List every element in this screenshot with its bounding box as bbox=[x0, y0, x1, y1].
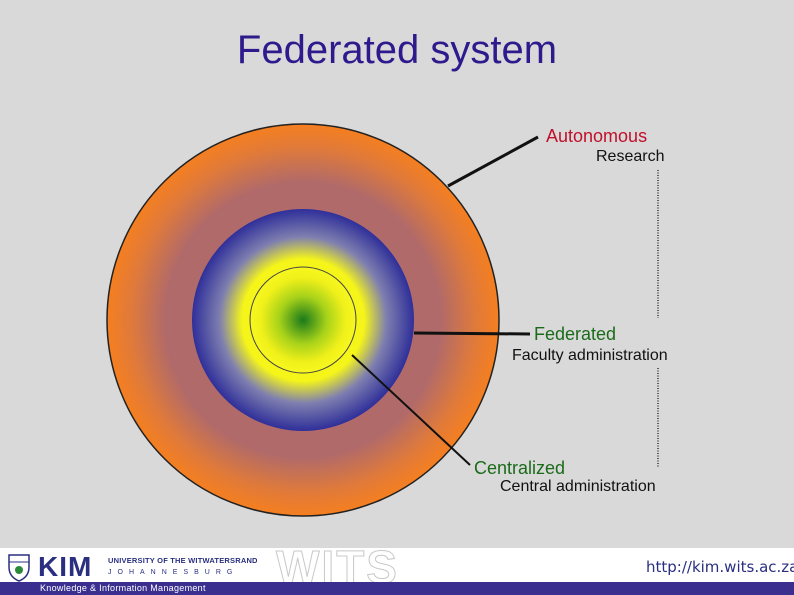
slide-title-text: Federated system bbox=[236, 28, 558, 72]
autonomous-leader-line bbox=[447, 135, 539, 188]
federation-diagram bbox=[106, 123, 659, 517]
university-crest-icon bbox=[8, 554, 30, 582]
slide-title: Federated system bbox=[0, 28, 794, 73]
central-administration-label: Central administration bbox=[500, 478, 656, 495]
research-label: Research bbox=[596, 148, 665, 165]
centralized-leader-line bbox=[351, 354, 471, 466]
university-name-line1: UNIVERSITY OF THE WITWATERSRAND bbox=[108, 556, 258, 565]
website-url-link[interactable]: http://kim.wits.ac.za bbox=[646, 558, 794, 576]
federated-leader-line bbox=[413, 331, 531, 336]
federated-label: Federated bbox=[534, 324, 617, 344]
inner-core-centralized bbox=[249, 266, 357, 374]
footer-tagline: Knowledge & Information Management bbox=[40, 583, 206, 593]
centralized-label: Centralized bbox=[474, 458, 566, 478]
autonomous-label: Autonomous bbox=[546, 126, 648, 146]
faculty-administration-label: Faculty administration bbox=[512, 347, 668, 364]
kim-logo-text: KIM bbox=[38, 551, 93, 582]
footer-bar bbox=[0, 582, 794, 595]
university-name-line2: JOHANNESBURG bbox=[108, 569, 239, 576]
